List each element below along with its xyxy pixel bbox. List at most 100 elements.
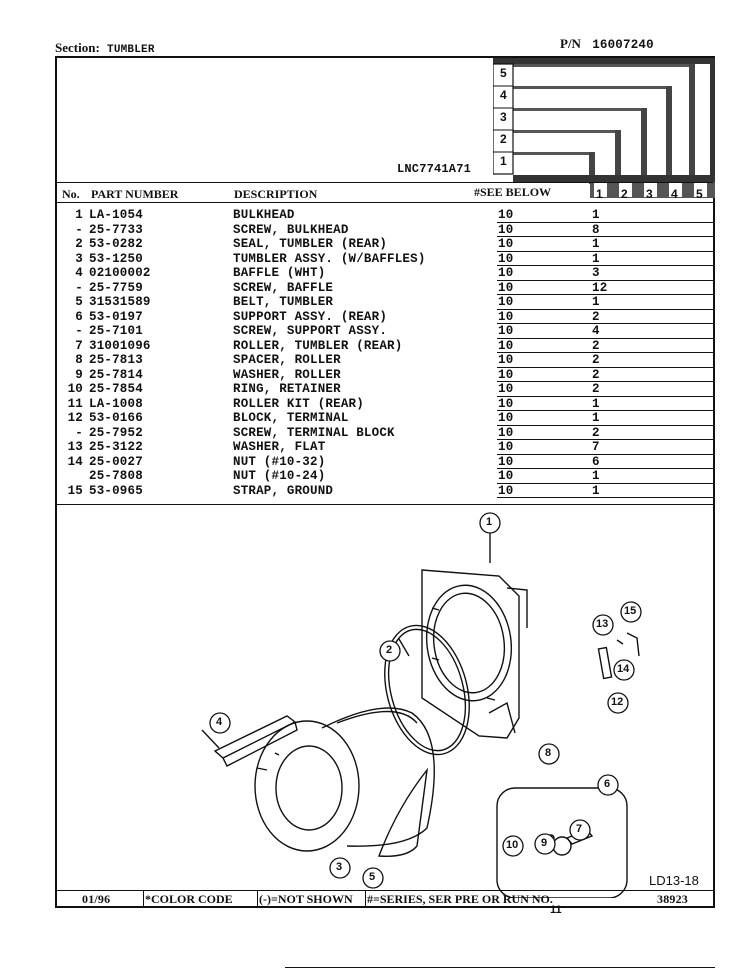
- footer-not-shown: (-)=NOT SHOWN: [259, 892, 353, 906]
- row-part-number: 25-3122: [89, 440, 143, 454]
- row-description: NUT (#10-24): [233, 469, 326, 483]
- col-series-4: 4: [671, 187, 678, 201]
- row-quantity: 12: [592, 280, 608, 295]
- row-description: NUT (#10-32): [233, 454, 326, 469]
- callout-4: 4: [216, 716, 223, 728]
- row-description: STRAP, GROUND: [233, 483, 334, 498]
- row-item-number: 7: [75, 338, 83, 353]
- row-description: SEAL, TUMBLER (REAR): [233, 237, 388, 251]
- row-description: BAFFLE (WHT): [233, 266, 326, 280]
- col-no: No.: [62, 187, 80, 201]
- bottom-rule: [285, 967, 715, 968]
- row-quantity: 1: [592, 295, 600, 309]
- footer-series-note: #=SERIES, SER PRE OR RUN NO.: [367, 892, 553, 906]
- callout-7: 7: [576, 823, 583, 835]
- row-quantity: 3: [592, 266, 600, 280]
- row-rule: [497, 482, 713, 484]
- exploded-parts-diagram: [201, 512, 642, 898]
- row-rule: [497, 453, 713, 455]
- row-part-number: 31531589: [89, 295, 151, 309]
- row-part-number: LA-1008: [89, 396, 143, 411]
- col-series-3: 3: [646, 187, 653, 201]
- row-item-number: 3: [75, 251, 83, 266]
- row-see-below: 10: [498, 222, 514, 237]
- drawing-code: LD13-18: [649, 873, 699, 888]
- row-rule: [497, 424, 713, 426]
- row-rule: [497, 294, 713, 295]
- footer-color-code: *COLOR CODE: [145, 892, 233, 906]
- row-rule: [497, 497, 713, 498]
- row-quantity: 1: [592, 483, 600, 498]
- col-description: DESCRIPTION: [234, 187, 318, 201]
- row-description: ROLLER KIT (REAR): [233, 396, 364, 411]
- row-description: BULKHEAD: [233, 208, 295, 222]
- series-box-1: 1: [500, 154, 507, 168]
- col-series-1: 1: [596, 187, 603, 201]
- col-part-number: PART NUMBER: [91, 187, 179, 201]
- row-quantity: 2: [592, 353, 600, 367]
- row-see-below: 10: [498, 469, 514, 483]
- series-box-2: 2: [500, 132, 507, 146]
- row-item-number: 15: [67, 483, 83, 498]
- row-item-number: 14: [67, 454, 83, 469]
- header-divider: [57, 202, 713, 203]
- row-part-number: 25-7101: [89, 324, 143, 338]
- callout-1: 1: [486, 516, 493, 528]
- row-item-number: -: [75, 324, 83, 338]
- callout-13: 13: [596, 618, 609, 630]
- row-description: BLOCK, TERMINAL: [233, 411, 349, 425]
- row-part-number: 53-0965: [89, 483, 143, 498]
- series-box-5: 5: [500, 66, 507, 80]
- row-quantity: 6: [592, 454, 600, 469]
- row-item-number: -: [75, 280, 83, 295]
- row-quantity: 1: [592, 469, 600, 483]
- row-part-number: 25-7733: [89, 222, 143, 237]
- row-part-number: 25-7814: [89, 367, 143, 382]
- row-description: SCREW, BULKHEAD: [233, 222, 349, 237]
- roller-kit-box: [496, 787, 628, 898]
- row-quantity: 1: [592, 411, 600, 425]
- table-bottom-divider: [57, 504, 713, 505]
- seal-part: [384, 624, 470, 756]
- footer-doc-number: 38923: [657, 892, 688, 906]
- row-see-below: 10: [498, 309, 514, 324]
- row-rule: [497, 337, 713, 339]
- column-header-row: No. PART NUMBER DESCRIPTION #SEE BELOW 1…: [57, 182, 713, 201]
- row-see-below: 10: [498, 338, 514, 353]
- callout-5: 5: [369, 871, 376, 883]
- row-part-number: LA-1054: [89, 208, 143, 222]
- row-see-below: 10: [498, 324, 514, 338]
- series-box-3: 3: [500, 110, 507, 124]
- row-item-number: -: [75, 222, 83, 237]
- row-description: SUPPORT ASSY. (REAR): [233, 309, 388, 324]
- callout-8: 8: [545, 747, 552, 759]
- row-description: ROLLER, TUMBLER (REAR): [233, 338, 403, 353]
- row-description: SCREW, TERMINAL BLOCK: [233, 425, 395, 440]
- row-rule: [497, 381, 713, 382]
- col-series-5: 5: [696, 187, 703, 201]
- row-item-number: 10: [67, 382, 83, 396]
- series-box-4: 4: [500, 88, 507, 102]
- row-see-below: 10: [498, 396, 514, 411]
- row-part-number: 53-1250: [89, 251, 143, 266]
- row-rule: [497, 352, 713, 353]
- series-staircase-graphic: [493, 58, 715, 198]
- row-quantity: 1: [592, 251, 600, 266]
- row-quantity: 2: [592, 309, 600, 324]
- row-part-number: 25-0027: [89, 454, 143, 469]
- row-quantity: 2: [592, 425, 600, 440]
- row-description: TUMBLER ASSY. (W/BAFFLES): [233, 251, 426, 266]
- callout-3: 3: [336, 861, 343, 873]
- row-description: WASHER, ROLLER: [233, 367, 341, 382]
